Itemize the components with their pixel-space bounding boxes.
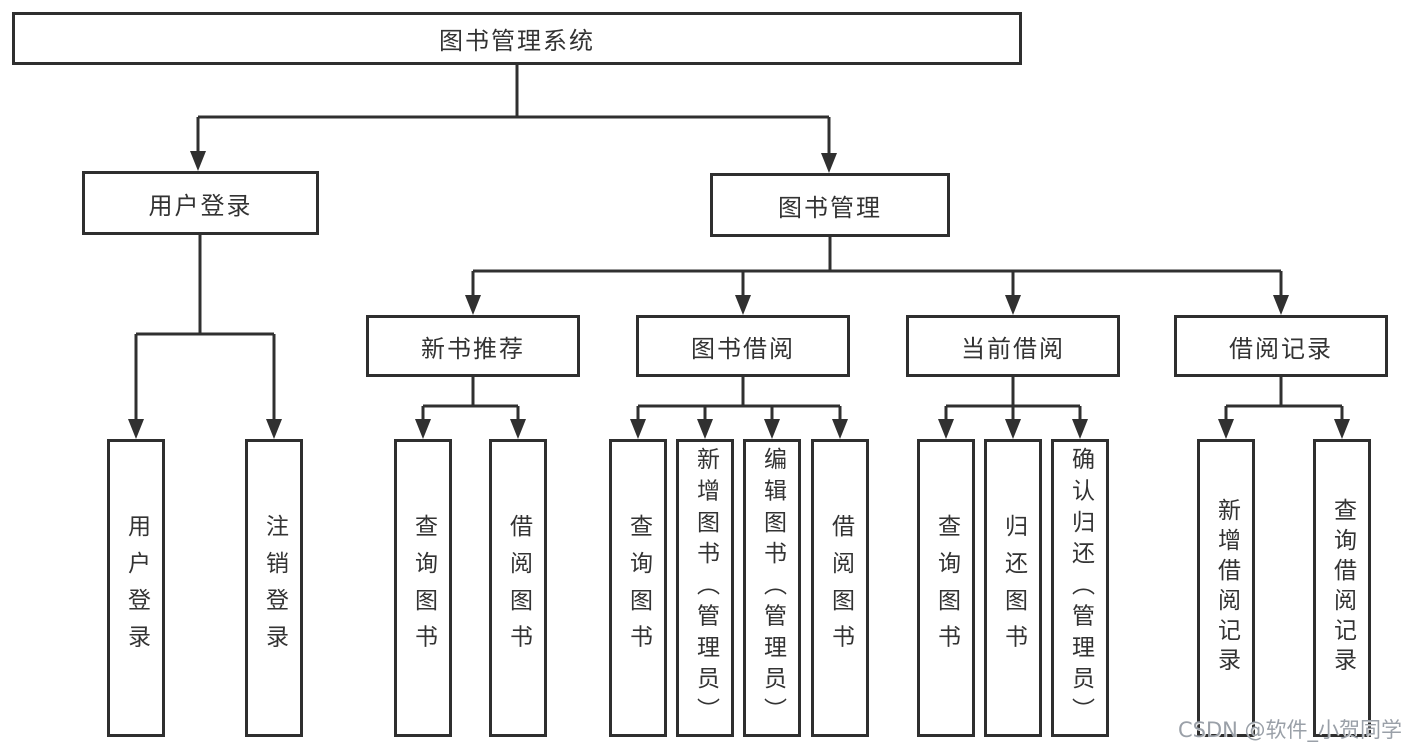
node-label: 查询图书: [410, 514, 437, 662]
node-label: 确认归还（管理员）: [1067, 447, 1094, 729]
node-label: 新增图书（管理员）: [692, 447, 719, 729]
node-label: 用户登录: [123, 514, 150, 662]
node-current-borrowing: 当前借阅: [906, 315, 1120, 377]
node-borrowing-borrow-books: 借阅图书: [811, 439, 869, 737]
node-recommend-borrow-books: 借阅图书: [489, 439, 547, 737]
node-borrowing-query-books: 查询图书: [609, 439, 667, 737]
node-label: 查询图书: [933, 514, 960, 662]
node-label: 图书借阅: [691, 334, 795, 363]
node-label: 查询图书: [625, 514, 652, 662]
node-label: 借阅图书: [505, 514, 532, 662]
node-library-management-system: 图书管理系统: [12, 12, 1022, 65]
node-current-query-books: 查询图书: [917, 439, 975, 737]
connector-root: [190, 65, 837, 173]
connector-book-borrowing: [630, 377, 848, 439]
node-records-query-borrow-record: 查询借阅记录: [1313, 439, 1371, 737]
connector-user-login: [128, 235, 282, 439]
node-label: 新增借阅记录: [1213, 498, 1240, 678]
node-login-logout: 注销登录: [245, 439, 303, 737]
node-new-book-recommendation: 新书推荐: [366, 315, 580, 377]
node-label: 查询借阅记录: [1329, 498, 1356, 678]
connector-current-borrowing: [938, 377, 1088, 439]
node-label: 新书推荐: [421, 334, 525, 363]
connector-new-book-recommendation: [415, 377, 526, 439]
node-user-login: 用户登录: [82, 171, 319, 235]
node-current-confirm-return-admin: 确认归还（管理员）: [1051, 439, 1109, 737]
node-label: 当前借阅: [961, 334, 1065, 363]
node-book-borrowing: 图书借阅: [636, 315, 850, 377]
node-login-user-login: 用户登录: [107, 439, 165, 737]
node-borrowing-add-books-admin: 新增图书（管理员）: [676, 439, 734, 737]
node-label: 编辑图书（管理员）: [759, 447, 786, 729]
node-label: 归还图书: [1000, 514, 1027, 662]
connector-book-management: [465, 237, 1289, 315]
node-current-return-books: 归还图书: [984, 439, 1042, 737]
node-label: 图书管理系统: [439, 27, 595, 55]
node-recommend-query-books: 查询图书: [394, 439, 452, 737]
node-label: 借阅记录: [1229, 334, 1333, 363]
node-label: 借阅图书: [827, 514, 854, 662]
connector-borrowing-records: [1218, 377, 1350, 439]
node-borrowing-records: 借阅记录: [1174, 315, 1388, 377]
node-label: 注销登录: [261, 514, 288, 662]
node-records-add-borrow-record: 新增借阅记录: [1197, 439, 1255, 737]
node-label: 图书管理: [778, 193, 882, 222]
node-label: 用户登录: [148, 191, 253, 220]
node-book-management: 图书管理: [710, 173, 950, 237]
csdn-watermark: CSDN @软件_小贺同学: [1178, 718, 1403, 742]
node-borrowing-edit-books-admin: 编辑图书（管理员）: [743, 439, 801, 737]
